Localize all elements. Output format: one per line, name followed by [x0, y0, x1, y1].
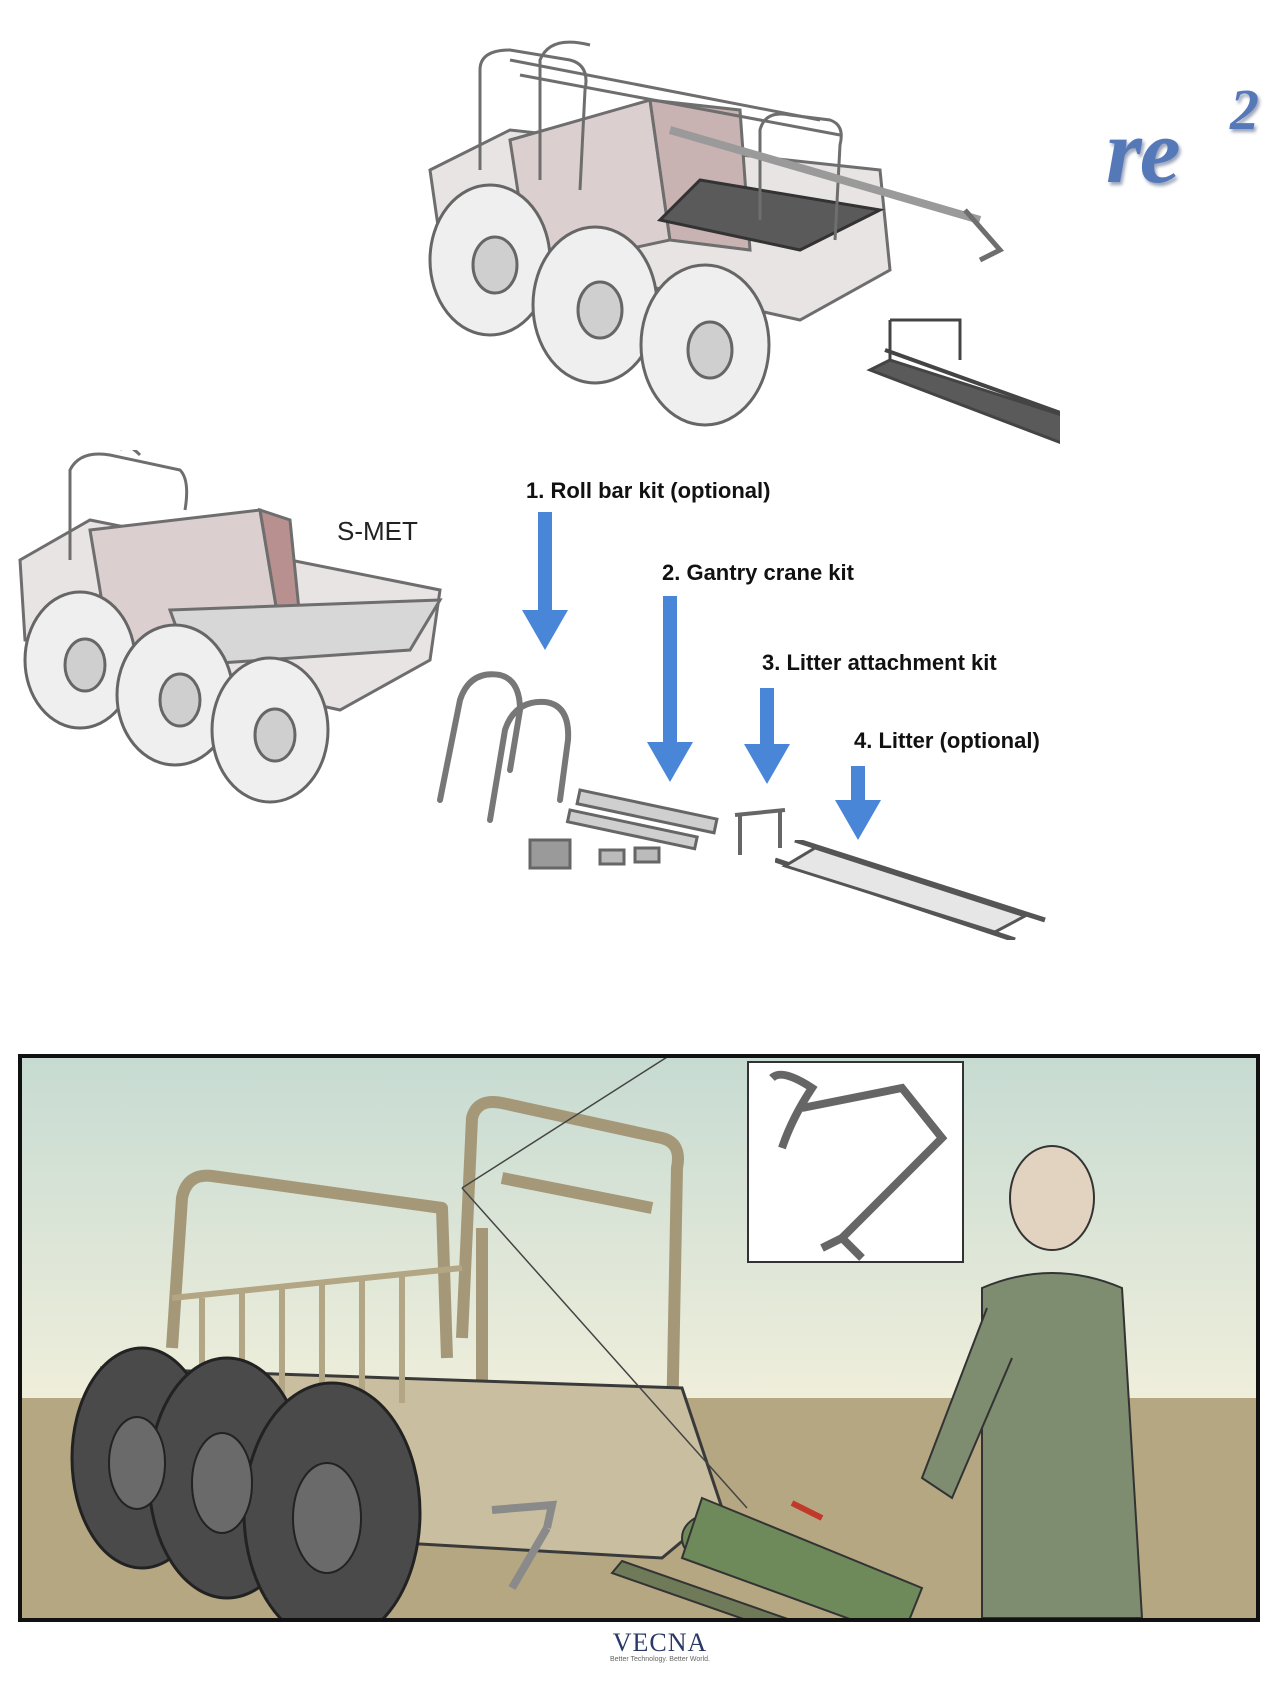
smet-vehicle-drawing [18, 450, 443, 804]
litter-attachment-kit-parts [734, 808, 786, 855]
scene-artwork [22, 1058, 1256, 1618]
litter-parts [775, 840, 1046, 940]
gantry-crane-kit-parts [528, 788, 719, 870]
down-arrow-icon [647, 596, 693, 782]
vecna-logo: VECNA Better Technology. Better World. [605, 1628, 715, 1678]
kit-label-roll-bar: 1. Roll bar kit (optional) [526, 478, 771, 503]
top-vehicle-drawing [428, 40, 1060, 444]
down-arrow-icon [522, 512, 568, 650]
vecna-tagline: Better Technology. Better World. [610, 1656, 710, 1663]
vecna-brand: VECNA [612, 1628, 708, 1657]
kit-label-litter-attachment: 3. Litter attachment kit [762, 650, 997, 675]
down-arrow-icon [835, 766, 881, 840]
logo-superscript: 2 [1230, 77, 1259, 142]
roll-bar-kit-parts [437, 671, 572, 823]
kit-label-gantry-crane: 2. Gantry crane kit [662, 560, 854, 585]
down-arrow-icon [744, 688, 790, 784]
kit-label-litter: 4. Litter (optional) [854, 728, 1040, 753]
casualty-evacuation-illustration [18, 1054, 1260, 1622]
vehicle-label: S-MET [337, 516, 418, 546]
logo-text: re [1106, 100, 1181, 202]
re2-logo: re 2 [1096, 68, 1276, 220]
